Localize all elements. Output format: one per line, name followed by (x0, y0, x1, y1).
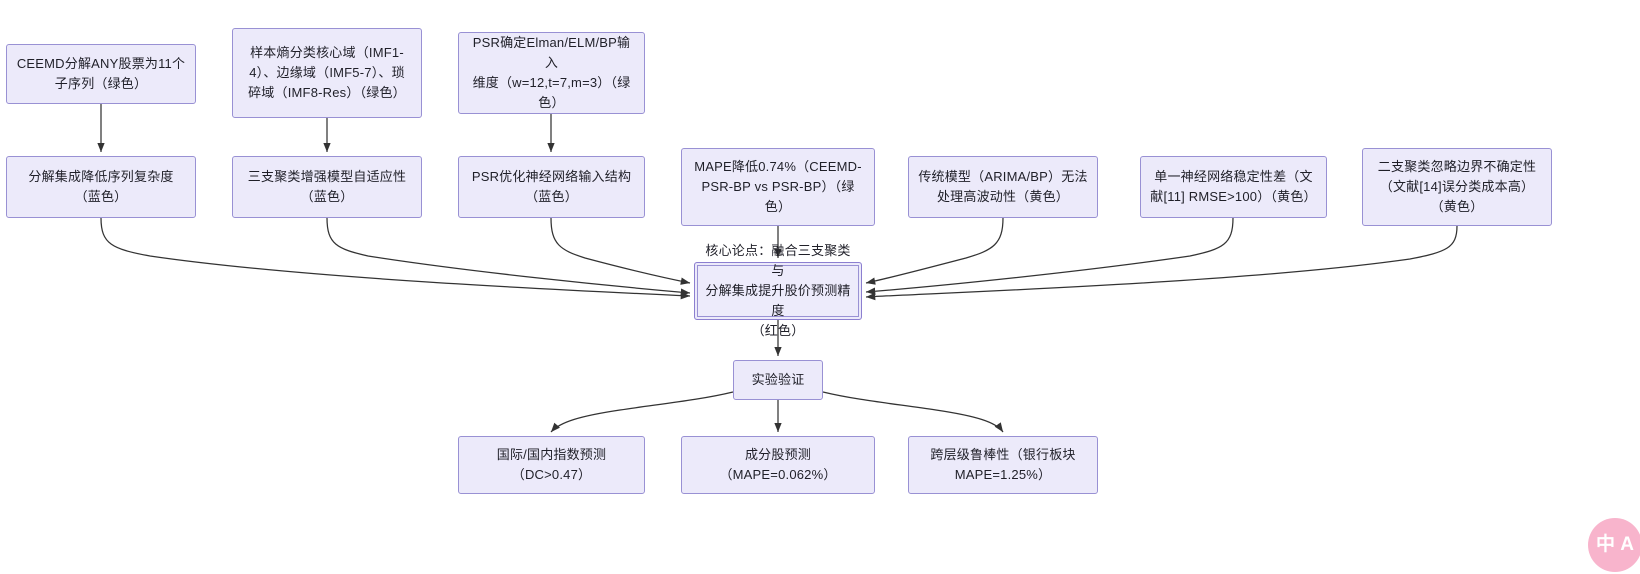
node-cross-level-robustness-result[interactable]: 跨层级鲁棒性（银行板块 MAPE=1.25%） (908, 436, 1098, 494)
node-label: 三支聚类增强模型自适应性 （蓝色） (247, 168, 407, 204)
node-mape-reduction-evidence[interactable]: MAPE降低0.74%（CEEMD- PSR-BP vs PSR-BP）（绿 色… (681, 148, 875, 226)
node-three-way-clustering-adaptivity[interactable]: 三支聚类增强模型自适应性 （蓝色） (232, 156, 422, 218)
edge-n12-n13 (550, 391, 734, 433)
edge-n4-n11 (100, 217, 691, 300)
node-label: 传统模型（ARIMA/BP）无法 处理高波动性（黄色） (918, 168, 1088, 204)
node-psr-optimizes-nn-structure[interactable]: PSR优化神经网络输入结构 （蓝色） (458, 156, 645, 218)
node-label: 跨层级鲁棒性（银行板块 MAPE=1.25%） (930, 446, 1076, 482)
translate-badge-label: 中 A (1595, 533, 1634, 555)
edge-n6-n11 (550, 217, 691, 285)
node-label: PSR优化神经网络输入结构 （蓝色） (471, 168, 632, 204)
node-two-way-clustering-gap[interactable]: 二支聚类忽略边界不确定性 （文献[14]误分类成本高） （黄色） (1362, 148, 1552, 226)
node-traditional-model-gap[interactable]: 传统模型（ARIMA/BP）无法 处理高波动性（黄色） (908, 156, 1098, 218)
node-label: 实验验证 (751, 371, 805, 387)
edge-n12-n15 (822, 391, 1004, 433)
node-label: 单一神经网络稳定性差（文 献[11] RMSE>100）（黄色） (1150, 168, 1317, 204)
node-ceemd-decomposition[interactable]: CEEMD分解ANY股票为11个 子序列（绿色） (6, 44, 196, 104)
node-label: 样本熵分类核心域（IMF1- 4）、边缘域（IMF5-7）、琐 碎域（IMF8-… (248, 44, 406, 101)
node-label: MAPE降低0.74%（CEEMD- PSR-BP vs PSR-BP）（绿 色… (694, 158, 862, 215)
node-label: PSR确定Elman/ELM/BP输入 维度（w=12,t=7,m=3）（绿 色… (472, 34, 631, 111)
node-index-forecast-result[interactable]: 国际/国内指数预测 （DC>0.47） (458, 436, 645, 494)
node-experimental-validation[interactable]: 实验验证 (733, 360, 823, 400)
node-psr-input-dimension[interactable]: PSR确定Elman/ELM/BP输入 维度（w=12,t=7,m=3）（绿 色… (458, 32, 645, 114)
edge-n10-n11 (865, 225, 1458, 301)
node-label: CEEMD分解ANY股票为11个 子序列（绿色） (16, 55, 186, 91)
node-constituent-stock-forecast-result[interactable]: 成分股预测 （MAPE=0.062%） (681, 436, 875, 494)
node-label: 分解集成降低序列复杂度 （蓝色） (28, 168, 174, 204)
node-label: 二支聚类忽略边界不确定性 （文献[14]误分类成本高） （黄色） (1377, 158, 1537, 215)
node-single-nn-instability-gap[interactable]: 单一神经网络稳定性差（文 献[11] RMSE>100）（黄色） (1140, 156, 1327, 218)
node-label: 核心论点：融合三支聚类与 分解集成提升股价预测精度 （红色） (705, 242, 851, 339)
edge-n9-n11 (865, 217, 1234, 295)
node-sample-entropy-classification[interactable]: 样本熵分类核心域（IMF1- 4）、边缘域（IMF5-7）、琐 碎域（IMF8-… (232, 28, 422, 118)
edge-n8-n11 (865, 217, 1004, 285)
node-decomposition-reduces-complexity[interactable]: 分解集成降低序列复杂度 （蓝色） (6, 156, 196, 218)
translate-badge-icon[interactable]: 中 A (1588, 518, 1640, 572)
node-label: 成分股预测 （MAPE=0.062%） (719, 446, 837, 482)
node-label: 国际/国内指数预测 （DC>0.47） (496, 446, 607, 482)
edge-n5-n11 (326, 217, 691, 296)
node-core-thesis[interactable]: 核心论点：融合三支聚类与 分解集成提升股价预测精度 （红色） (694, 243, 862, 338)
